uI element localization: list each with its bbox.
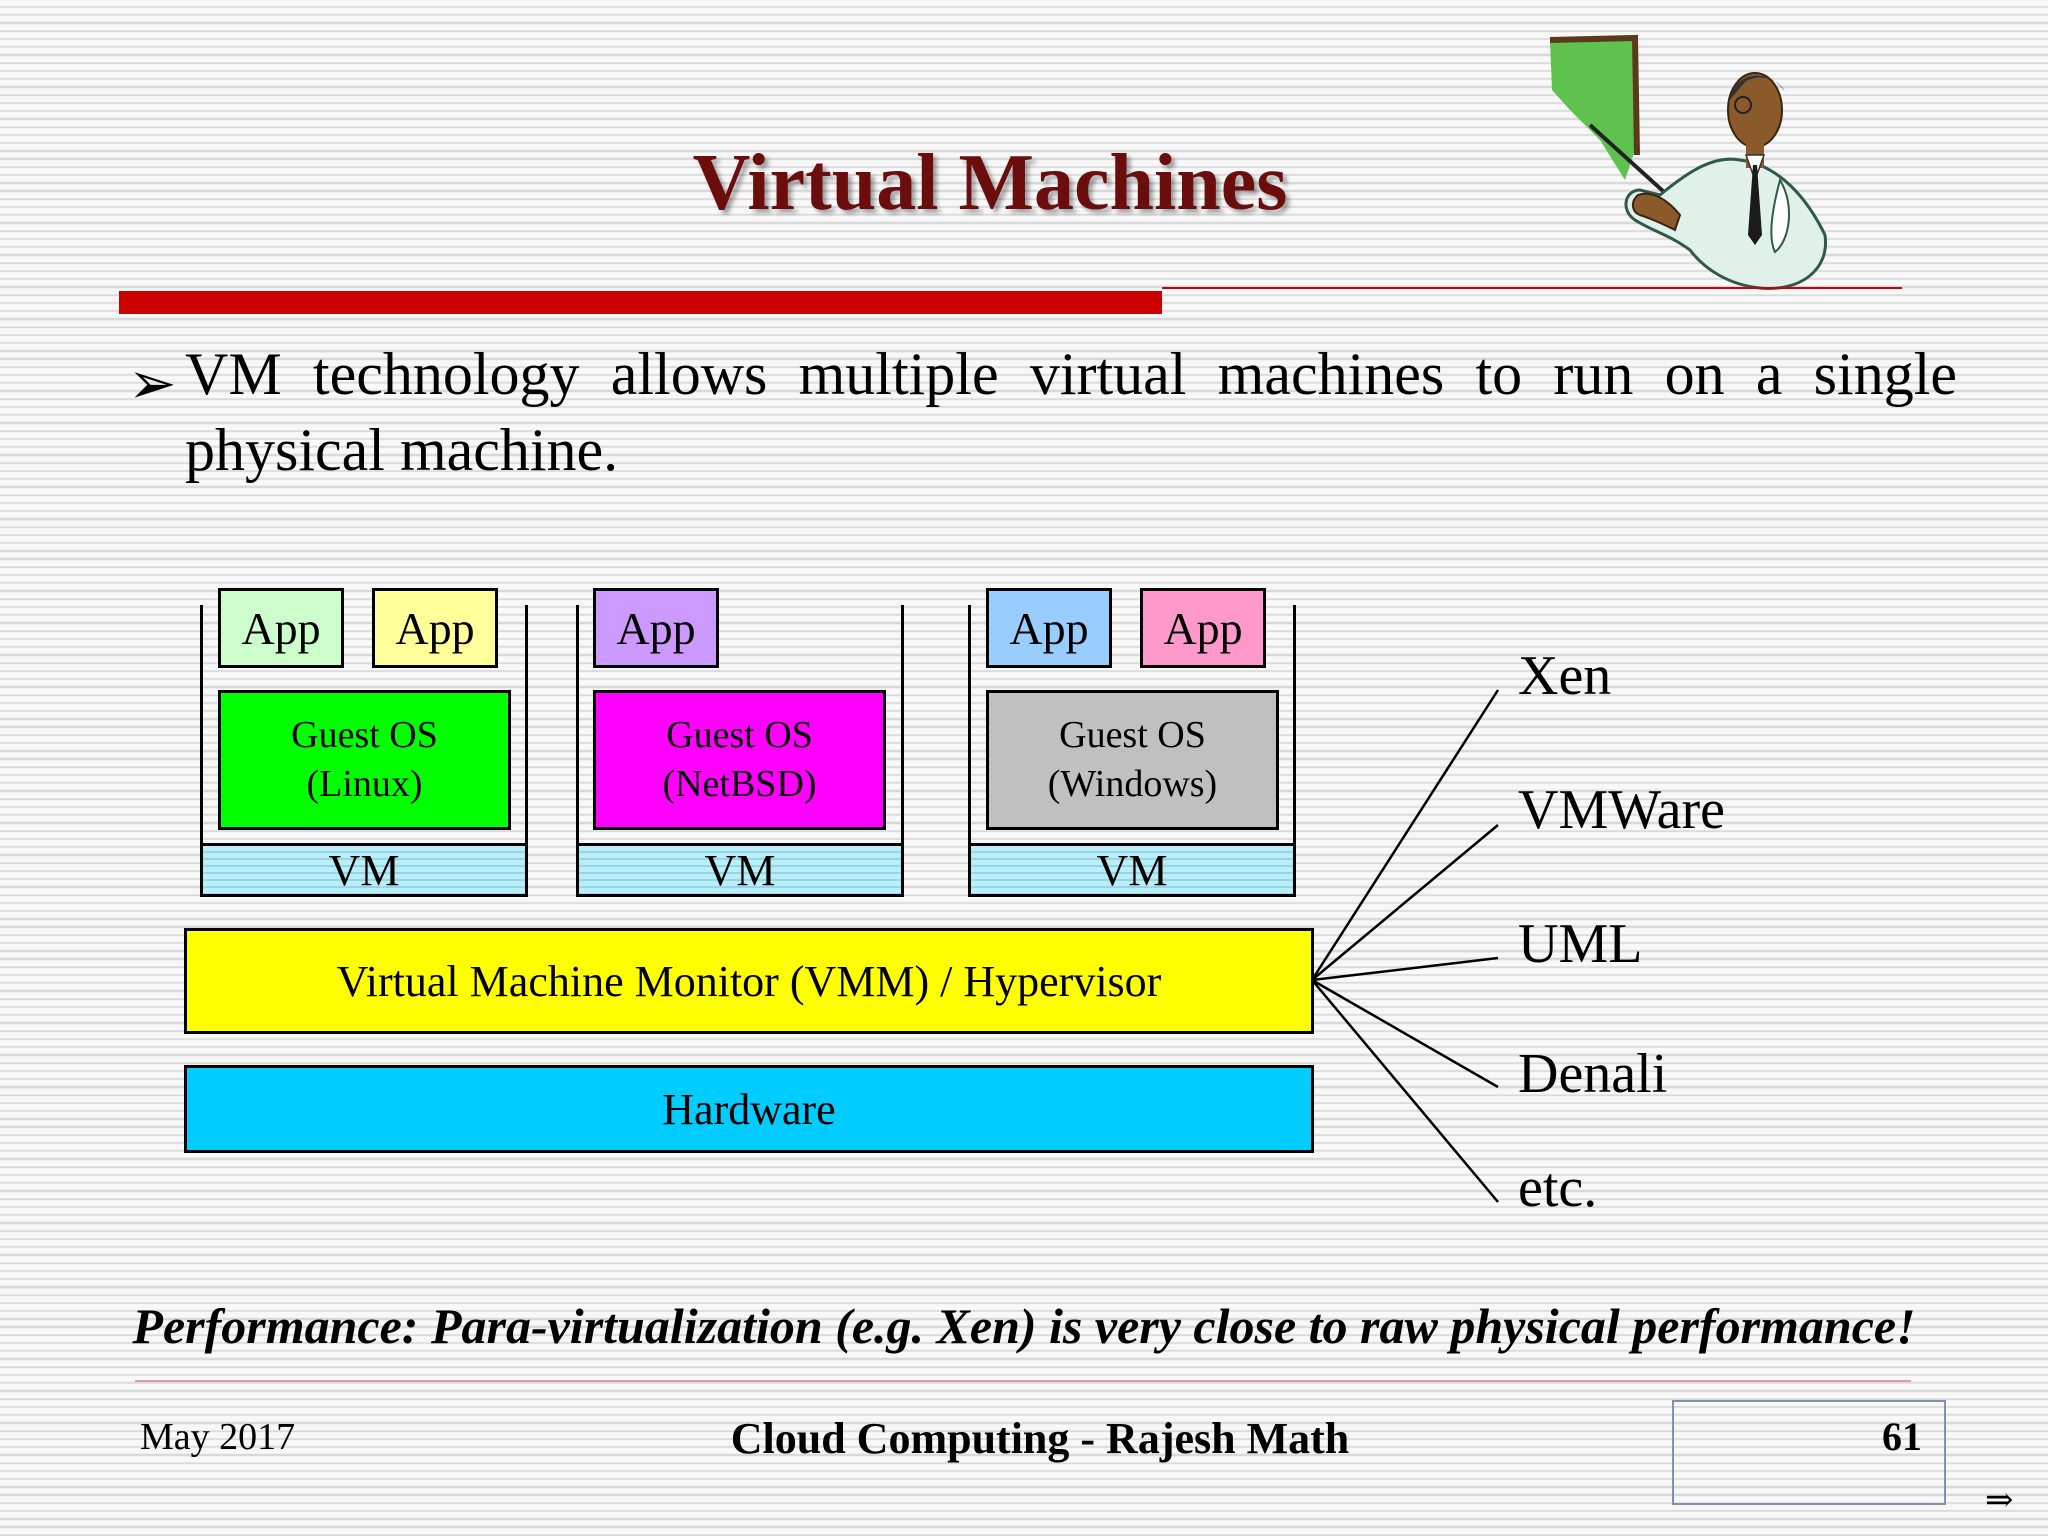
product-label-uml: UML — [1518, 913, 1643, 975]
app-box: App — [218, 588, 344, 668]
vm-layer: VM — [576, 843, 904, 897]
vm-layer: VM — [968, 843, 1296, 897]
app-box: App — [1140, 588, 1266, 668]
vm-stack-netbsd — [576, 605, 904, 845]
footer-date: May 2017 — [140, 1416, 296, 1458]
page-number-box — [1672, 1400, 1946, 1505]
app-box: App — [372, 588, 498, 668]
page-number: 61 — [1882, 1414, 1922, 1459]
next-slide-arrow-icon[interactable]: ⇒ — [1985, 1482, 2014, 1519]
app-box: App — [593, 588, 719, 668]
product-label-etc: etc. — [1518, 1157, 1598, 1219]
bullet-arrow-icon: ➢ — [128, 351, 177, 416]
presenter-illustration — [1549, 34, 1828, 290]
performance-note: Performance: Para-virtualization (e.g. X… — [132, 1298, 1916, 1354]
footer-divider — [135, 1380, 1911, 1382]
guest-os-netbsd: Guest OS (NetBSD) — [593, 690, 886, 830]
hardware-layer: Hardware — [184, 1065, 1314, 1153]
title-underline-thick — [119, 291, 1162, 314]
guest-os-linux: Guest OS (Linux) — [218, 690, 511, 830]
vm-stack-linux — [200, 605, 528, 845]
product-label-xen: Xen — [1518, 645, 1612, 707]
product-label-denali: Denali — [1518, 1043, 1668, 1105]
bullet-text: VM technology allows multiple virtual ma… — [185, 341, 1957, 483]
slide-title: Virtual Machines — [692, 139, 1288, 227]
title-underline-thin — [1162, 287, 1902, 289]
footer-title: Cloud Computing - Rajesh Math — [730, 1414, 1350, 1463]
vm-stack-windows — [968, 605, 1296, 845]
product-label-vmware: VMWare — [1518, 779, 1725, 841]
app-box: App — [986, 588, 1112, 668]
vm-layer: VM — [200, 843, 528, 897]
guest-os-windows: Guest OS (Windows) — [986, 690, 1279, 830]
